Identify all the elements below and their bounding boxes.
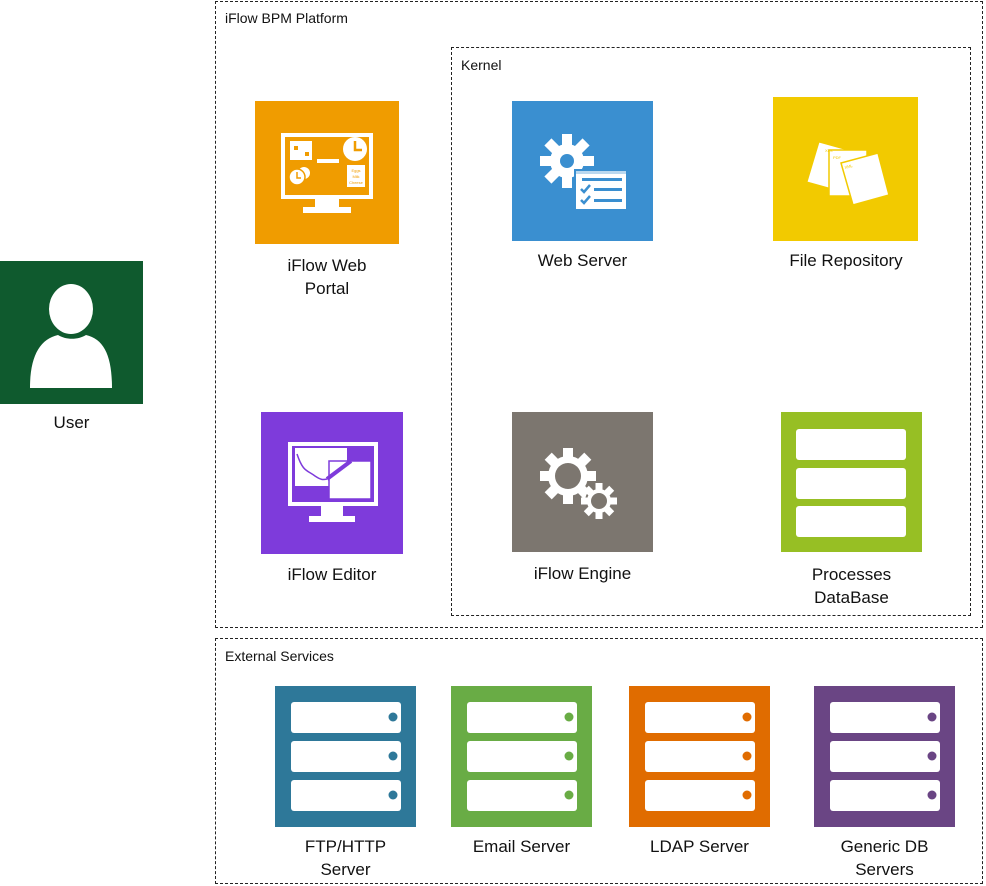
ldap-server-label: LDAP Server	[650, 837, 749, 856]
processes-db-label: Processes DataBase	[811, 565, 892, 607]
platform-frame-label: iFlow BPM Platform	[225, 10, 348, 26]
svg-text:Milk: Milk	[352, 174, 359, 179]
generic-db-servers-tile[interactable]	[814, 686, 955, 827]
engine-tile[interactable]	[512, 412, 653, 552]
web-portal-label: iFlow Web Portal	[287, 256, 367, 298]
kernel-frame-label: Kernel	[461, 57, 502, 73]
external-services-frame-label: External Services	[225, 648, 334, 664]
processes-db-tile[interactable]	[781, 412, 922, 552]
email-server-label: Email Server	[472, 837, 571, 856]
user-label: User	[53, 413, 90, 432]
documents-icon: XLS PDF XML	[806, 141, 890, 206]
ldap-server-tile[interactable]	[629, 686, 770, 827]
file-repository-label: File Repository	[789, 251, 903, 270]
platform-frame	[215, 1, 983, 628]
server-icon	[830, 702, 940, 811]
server-icon	[291, 702, 401, 811]
ftp-http-server-tile[interactable]	[275, 686, 416, 827]
monitor-pen-icon	[288, 442, 378, 522]
web-portal-tile[interactable]: Eggs Milk Cheese	[255, 101, 399, 244]
gear-checklist-icon	[540, 134, 626, 209]
ftp-http-server-label: FTP/HTTP Server	[304, 837, 387, 879]
kernel-frame	[451, 47, 971, 616]
generic-db-servers-label: Generic DB Servers	[840, 837, 929, 879]
web-server-label: Web Server	[537, 251, 628, 270]
engine-label: iFlow Engine	[533, 564, 632, 583]
database-icon	[796, 429, 906, 537]
email-server-tile[interactable]	[451, 686, 592, 827]
server-icon	[467, 702, 577, 811]
svg-text:Cheese: Cheese	[349, 180, 364, 185]
monitor-dashboard-icon: Eggs Milk Cheese	[281, 133, 373, 213]
svg-text:XLS: XLS	[825, 148, 833, 153]
server-icon	[645, 702, 755, 811]
file-repository-tile[interactable]: XLS PDF XML	[773, 97, 918, 241]
svg-text:Eggs: Eggs	[351, 168, 360, 173]
user-icon	[30, 284, 112, 388]
user-tile[interactable]	[0, 261, 143, 404]
web-server-tile[interactable]	[512, 101, 653, 241]
svg-text:PDF: PDF	[833, 155, 842, 160]
editor-label: iFlow Editor	[287, 565, 377, 584]
gears-icon	[540, 448, 617, 519]
svg-text:XML: XML	[844, 163, 854, 170]
external-services-frame	[215, 638, 983, 884]
editor-tile[interactable]	[261, 412, 403, 554]
